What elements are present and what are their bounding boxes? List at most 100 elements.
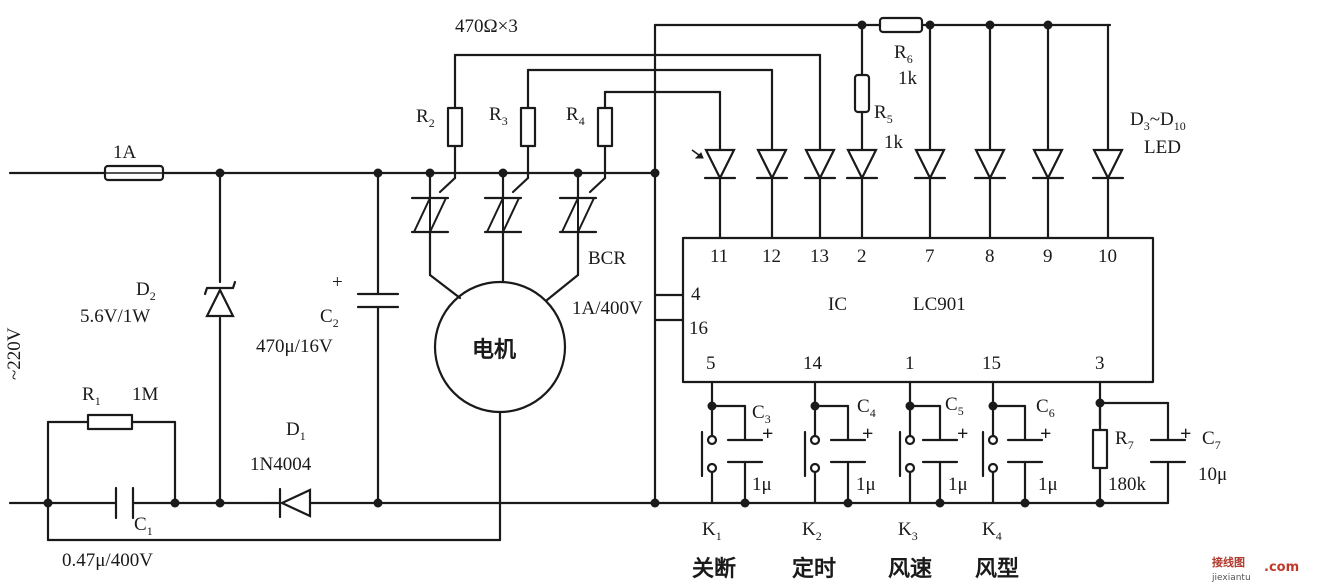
- c6-value-label: 1μ: [1038, 474, 1058, 495]
- led-range-label: D3~D10: [1130, 109, 1186, 133]
- ic-pin-4: 4: [691, 284, 701, 305]
- resistor-r2: [446, 106, 464, 148]
- key-k3-function: 风速: [888, 556, 932, 582]
- led-d10: [1091, 148, 1125, 181]
- watermark-com: .com: [1264, 560, 1299, 575]
- led-d7: [913, 148, 947, 181]
- d1-name-label: D1: [286, 419, 306, 443]
- r7-value-label: 180k: [1108, 474, 1147, 495]
- led-d3: [703, 148, 737, 181]
- c2-name-label: C2: [320, 306, 339, 330]
- c3-plus-label: +: [762, 423, 773, 445]
- zener-diode-d2: [203, 280, 237, 318]
- led-d8: [973, 148, 1007, 181]
- r1-name-label: R1: [82, 384, 101, 408]
- bcr-label: BCR: [588, 248, 626, 269]
- ic-pin-10: 10: [1098, 246, 1117, 267]
- r6-name-label: R6: [894, 42, 913, 66]
- ic-pin-11: 11: [710, 246, 728, 267]
- ic-pin-5: 5: [706, 353, 716, 374]
- switch-k4: [981, 423, 999, 482]
- bcr-rating-label: 1A/400V: [572, 298, 643, 319]
- led-d6: [845, 148, 879, 181]
- r5-name-label: R5: [874, 102, 893, 126]
- ic-lc901: [681, 236, 1155, 384]
- ic-pin-16: 16: [689, 318, 708, 339]
- watermark-cn: 接线图: [1212, 555, 1245, 569]
- capacitor-c1: [114, 486, 135, 520]
- fuse-value-label: 1A: [113, 142, 137, 163]
- resistor-r7: [1091, 401, 1109, 505]
- key-k2-label: K2: [802, 519, 822, 543]
- r7-name-label: R7: [1115, 428, 1134, 452]
- r4-label: R4: [566, 104, 585, 128]
- triac-3: [558, 196, 598, 234]
- r1-value-label: 1M: [132, 384, 159, 405]
- c1-name-label: C1: [134, 514, 153, 538]
- triac-2: [483, 196, 523, 234]
- ic-pin-9: 9: [1043, 246, 1053, 267]
- switch-k2: [803, 423, 821, 482]
- ic-pin-15: 15: [982, 353, 1001, 374]
- motor: [433, 280, 567, 414]
- ic-pin-3: 3: [1095, 353, 1105, 374]
- d1-value-label: 1N4004: [250, 454, 312, 475]
- ic-pin-1: 1: [905, 353, 915, 374]
- wires: [8, 23, 1170, 542]
- mains-voltage-label: ~220V: [4, 327, 25, 380]
- d2-value-label: 5.6V/1W: [80, 306, 150, 327]
- switch-k3: [898, 423, 916, 482]
- ic-part-label: LC901: [913, 294, 966, 315]
- led-d5: [803, 148, 837, 181]
- c4-plus-label: +: [862, 423, 873, 445]
- c4-value-label: 1μ: [856, 474, 876, 495]
- r2-label: R2: [416, 106, 435, 130]
- resistor-r4: [596, 106, 614, 148]
- c5-plus-label: +: [957, 423, 968, 445]
- ic-name-label: IC: [828, 294, 847, 315]
- watermark-en: jiexiantu: [1211, 573, 1251, 583]
- key-k1-label: K1: [702, 519, 722, 543]
- ic-pin-14: 14: [803, 353, 823, 374]
- c1-value-label: 0.47μ/400V: [62, 550, 153, 571]
- key-k4-label: K4: [982, 519, 1002, 543]
- r6-value-label: 1k: [898, 68, 918, 89]
- c2-plus-label: +: [332, 272, 343, 293]
- r3-label: R3: [489, 104, 508, 128]
- c5-value-label: 1μ: [948, 474, 968, 495]
- led-type-label: LED: [1144, 137, 1181, 158]
- labels: 470Ω×3 R6 1k R5 1k R2 R3 R4 1A D3~D10 LE…: [4, 16, 1227, 582]
- switch-k1: [700, 423, 718, 482]
- c3-value-label: 1μ: [752, 474, 772, 495]
- capacitor-c7: [1149, 438, 1187, 464]
- key-k1-function: 关断: [692, 556, 736, 582]
- capacitor-c5: [921, 438, 959, 464]
- resistor-r5: [853, 73, 871, 114]
- c7-plus-label: +: [1180, 423, 1191, 445]
- c6-name-label: C6: [1036, 396, 1055, 420]
- c6-plus-label: +: [1040, 423, 1051, 445]
- capacitor-c6: [1006, 438, 1044, 464]
- diode-d1: [270, 487, 312, 519]
- led-d9: [1031, 148, 1065, 181]
- c3-name-label: C3: [752, 402, 771, 426]
- d2-name-label: D2: [136, 279, 156, 303]
- r234-value-label: 470Ω×3: [455, 16, 518, 37]
- ic-pin-12: 12: [762, 246, 781, 267]
- key-k3-label: K3: [898, 519, 918, 543]
- key-k4-function: 风型: [975, 557, 1019, 582]
- resistor-r3: [519, 106, 537, 148]
- ic-pin-8: 8: [985, 246, 995, 267]
- ic-pin-13: 13: [810, 246, 829, 267]
- c5-name-label: C5: [945, 394, 964, 418]
- capacitor-c4: [829, 438, 867, 464]
- ic-pin-2: 2: [857, 246, 867, 267]
- fuse-1a: [103, 164, 165, 182]
- led-array: [691, 148, 1125, 181]
- r5-value-label: 1k: [884, 132, 904, 153]
- resistor-r6: [878, 16, 924, 34]
- capacitor-c3: [726, 438, 764, 464]
- key-k2-function: 定时: [792, 556, 836, 582]
- c7-name-label: C7: [1202, 428, 1221, 452]
